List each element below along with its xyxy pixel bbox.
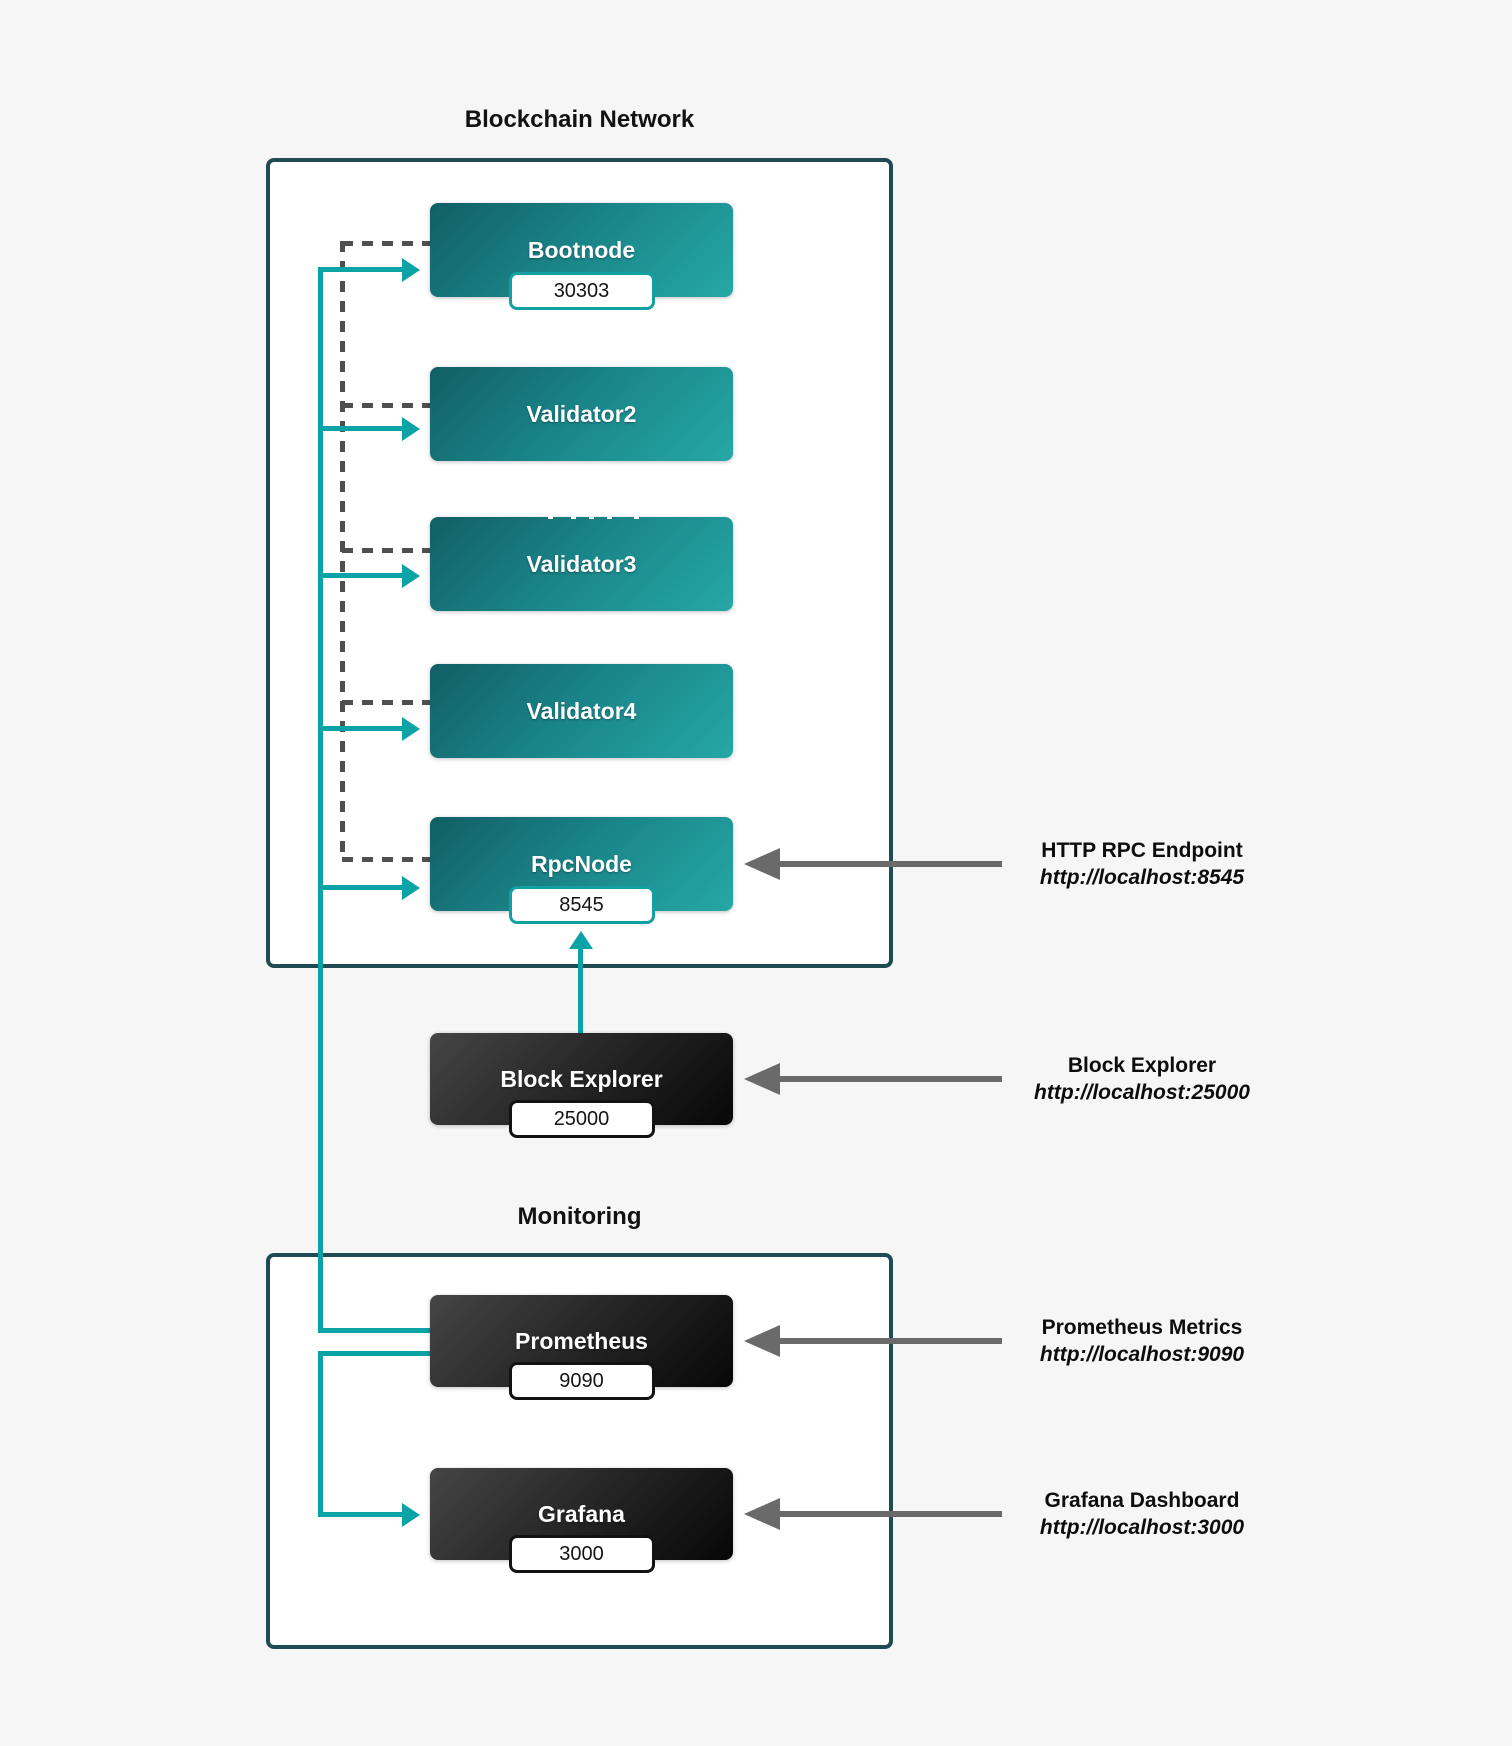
port-badge-bootnode: 30303 (508, 272, 655, 310)
teal-connector-rpcnode (318, 885, 402, 890)
annotation-title: Block Explorer (1067, 1054, 1217, 1077)
node-validator4: Validator4 (430, 664, 733, 758)
hidden-node-text-fragment (634, 513, 639, 519)
dashed-peer-link-validator2 (342, 403, 430, 408)
dashed-peer-link-validator4 (342, 700, 430, 705)
node-prometheus: Prometheus 9090 (430, 1295, 733, 1400)
teal-connector-validator3 (318, 573, 402, 578)
arrowhead-rpcnode-icon (402, 876, 420, 900)
annotation-line-rpc (780, 861, 1002, 867)
teal-connector-grafana (318, 1512, 402, 1517)
arrowhead-bootnode-icon (402, 258, 420, 282)
arrowhead-validator4-icon (402, 717, 420, 741)
arrowhead-grafana-icon (402, 1503, 420, 1527)
node-rpcnode-label: RpcNode (531, 850, 632, 877)
node-prometheus-label: Prometheus (515, 1327, 648, 1354)
annotation-url: http://localhost:25000 (1034, 1081, 1250, 1104)
arrowhead-validator2-icon (402, 417, 420, 441)
node-bootnode: Bootnode 30303 (430, 203, 733, 310)
annotation-title: HTTP RPC Endpoint (1041, 839, 1243, 862)
prometheus-out-line (318, 1351, 432, 1356)
node-validator4-label: Validator4 (526, 697, 637, 724)
teal-connector-bootnode (318, 267, 402, 272)
arrowhead-up-rpcnode-icon (569, 931, 593, 949)
annotation-line-grafana (780, 1511, 1002, 1517)
annotation-prometheus-metrics: Prometheus Metrics http://localhost:9090 (1002, 1314, 1282, 1368)
hidden-node-text-fragment (548, 513, 553, 519)
node-grafana-label: Grafana (538, 1500, 625, 1527)
node-validator2: Validator2 (430, 367, 733, 461)
port-badge-grafana: 3000 (508, 1535, 655, 1573)
dashed-peer-link-validator3 (342, 548, 430, 553)
annotation-http-rpc-endpoint: HTTP RPC Endpoint http://localhost:8545 (1002, 837, 1282, 891)
annotation-arrowhead-explorer-icon (744, 1063, 780, 1095)
prometheus-grafana-vertical (318, 1351, 323, 1515)
port-badge-prometheus: 9090 (508, 1362, 655, 1400)
annotation-url: http://localhost:9090 (1039, 1343, 1245, 1366)
annotation-arrowhead-prometheus-icon (744, 1325, 780, 1357)
annotation-title: Grafana Dashboard (1044, 1489, 1240, 1512)
blockchain-network-title: Blockchain Network (464, 106, 695, 133)
annotation-url: http://localhost:3000 (1039, 1516, 1245, 1539)
annotation-arrowhead-grafana-icon (744, 1498, 780, 1530)
teal-connector-prometheus (318, 1328, 432, 1333)
node-bootnode-label: Bootnode (527, 236, 636, 263)
node-validator3-label: Validator3 (526, 550, 637, 577)
node-block-explorer: Block Explorer 25000 (430, 1033, 733, 1138)
explorer-rpcnode-line (578, 949, 583, 1033)
node-validator2-label: Validator2 (526, 400, 637, 427)
annotation-title: Prometheus Metrics (1041, 1316, 1243, 1339)
dashed-peer-link-bootnode (342, 241, 430, 246)
annotation-url: http://localhost:8545 (1039, 866, 1245, 889)
monitoring-title: Monitoring (517, 1203, 642, 1230)
port-badge-rpcnode: 8545 (508, 886, 655, 924)
annotation-grafana-dashboard: Grafana Dashboard http://localhost:3000 (1002, 1487, 1282, 1541)
annotation-line-explorer (780, 1076, 1002, 1082)
teal-connector-validator2 (318, 426, 402, 431)
teal-connector-validator4 (318, 726, 402, 731)
port-badge-block-explorer: 25000 (508, 1100, 655, 1138)
node-block-explorer-label: Block Explorer (500, 1065, 663, 1092)
node-grafana: Grafana 3000 (430, 1468, 733, 1573)
hidden-node-text-fragment (607, 513, 612, 519)
hidden-node-text-fragment (589, 513, 594, 519)
annotation-arrowhead-rpc-icon (744, 848, 780, 880)
dashed-peer-link-rpcnode (342, 857, 430, 862)
node-validator3: Validator3 (430, 517, 733, 611)
teal-bus-vertical (318, 267, 323, 1332)
annotation-block-explorer: Block Explorer http://localhost:25000 (1002, 1052, 1282, 1106)
hidden-node-text-fragment (571, 513, 576, 519)
annotation-line-prometheus (780, 1338, 1002, 1344)
arrowhead-validator3-icon (402, 564, 420, 588)
node-rpcnode: RpcNode 8545 (430, 817, 733, 924)
